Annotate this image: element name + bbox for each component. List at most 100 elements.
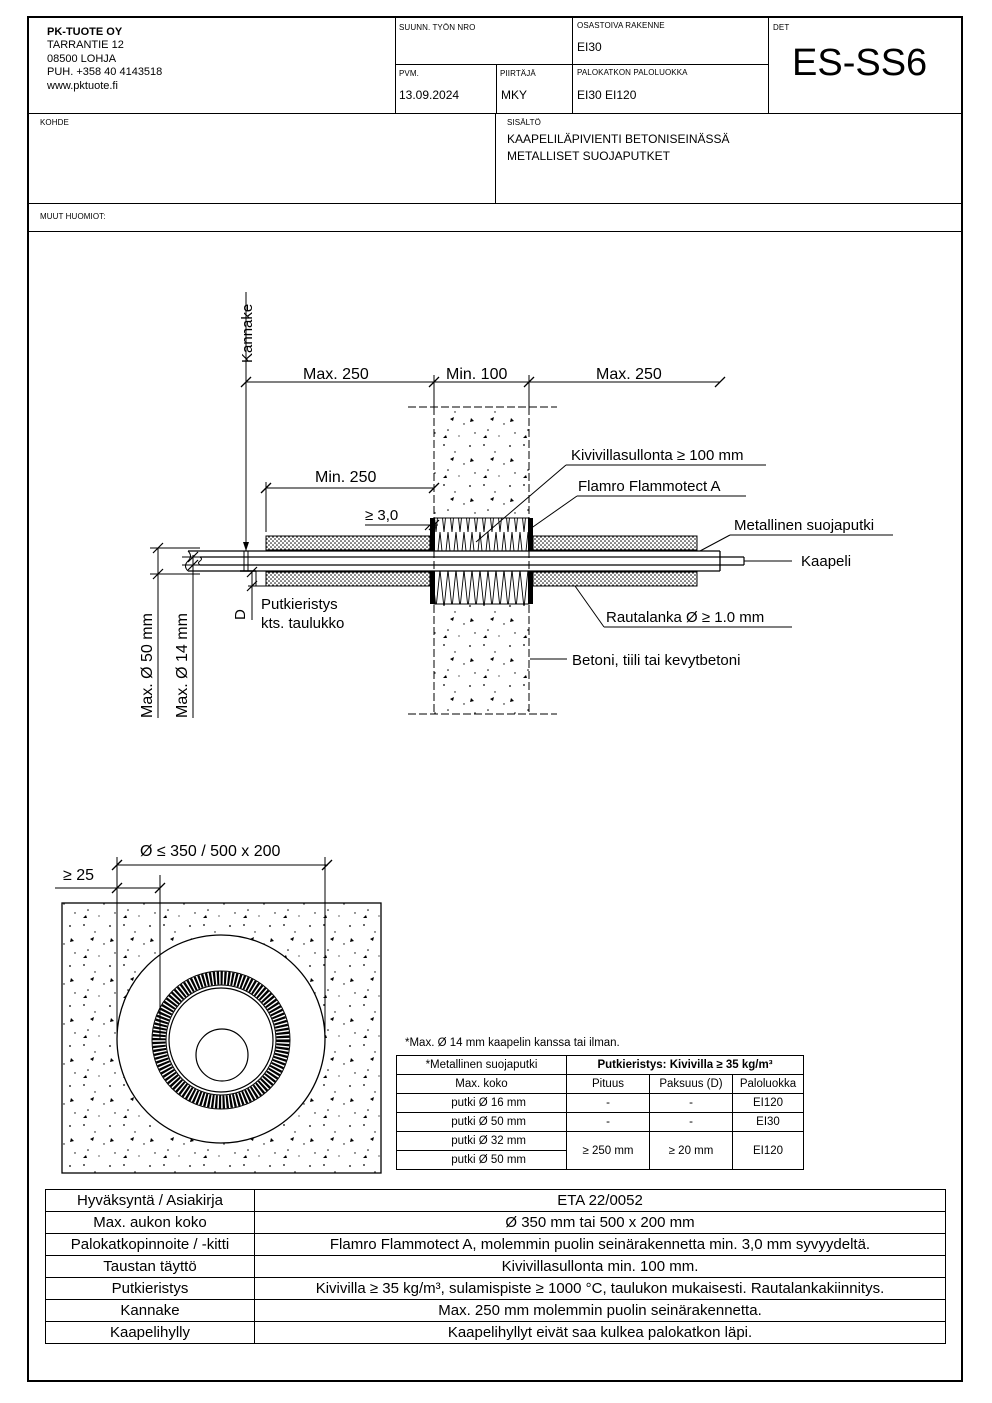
putkieristys-label-1: Putkieristys — [261, 596, 338, 613]
info-divider — [27, 203, 963, 204]
pipe-size: putki Ø 50 mm — [396, 1150, 567, 1170]
insulation-left-top — [265, 535, 431, 551]
flamro-label: Flamro Flammotect A — [578, 478, 721, 495]
company-name: PK-TUOTE OY — [47, 26, 123, 38]
kaapeli-label: Kaapeli — [801, 553, 851, 570]
spec-key: Max. aukon koko — [45, 1211, 255, 1234]
compartment-label: OSASTOIVA RAKENNE — [577, 21, 665, 30]
table-row: putki Ø 50 mm - - EI30 — [396, 1112, 804, 1132]
pipe-table-sub4: Paloluokka — [732, 1074, 804, 1094]
pipe-table-sub2: Pituus — [566, 1074, 650, 1094]
pipe-table-h1: *Metallinen suojaputki — [396, 1055, 567, 1075]
col-divider — [495, 113, 496, 203]
company-phone: PUH. +358 40 4143518 — [47, 66, 163, 79]
insulation-right-bottom — [532, 571, 698, 587]
insulation-right-top — [532, 535, 698, 551]
max250-left-label: Max. 250 — [303, 366, 369, 383]
diameter-label: Ø ≤ 350 / 500 x 200 — [140, 843, 281, 860]
design-no-label: SUUNN. TYÖN NRO — [399, 23, 476, 32]
date-label: PVM. — [399, 69, 419, 78]
cable — [195, 1028, 249, 1082]
company-info: PK-TUOTE OY TARRANTIE 12 08500 LOHJA PUH… — [47, 26, 162, 93]
det-code: ES-SS6 — [792, 42, 928, 84]
spec-key: Palokatkopinnoite / -kitti — [45, 1233, 255, 1256]
company-postal: 08500 LOHJA — [47, 52, 117, 65]
pipe-thick: - — [649, 1112, 733, 1132]
min100-label: Min. 100 — [446, 366, 507, 383]
d-label: D — [232, 609, 249, 620]
row-divider — [395, 64, 768, 65]
pipe-thick: ≥ 20 mm — [649, 1131, 733, 1170]
spec-key: Kaapelihylly — [45, 1321, 255, 1344]
pipe-table-sub1: Max. koko — [396, 1074, 567, 1094]
pipe-size: putki Ø 50 mm — [396, 1112, 567, 1132]
spec-value: Flamro Flammotect A, molemmin puolin sei… — [254, 1233, 946, 1256]
spec-key: Kannake — [45, 1299, 255, 1322]
sisalto-line-2: METALLISET SUOJAPUTKET — [507, 149, 670, 163]
pipe-size: putki Ø 16 mm — [396, 1093, 567, 1113]
det-label: DET — [773, 23, 790, 32]
fire-class-label: PALOKATKON PALOLUOKKA — [577, 68, 688, 77]
min250-label: Min. 250 — [315, 469, 376, 486]
spec-value: Kaapelihyllyt eivät saa kulkea palokatko… — [254, 1321, 946, 1344]
company-web: www.pktuote.fi — [47, 79, 118, 92]
table-row: putki Ø 50 mm — [396, 1150, 804, 1170]
spec-value: Ø 350 mm tai 500 x 200 mm — [254, 1211, 946, 1234]
pipe-table: *Metallinen suojaputki Putkieristys: Kiv… — [396, 1055, 804, 1170]
col-divider — [496, 64, 497, 113]
pipe-table-sub3: Paksuus (D) — [649, 1074, 733, 1094]
pipe-len: - — [566, 1093, 650, 1113]
pipe-cls: EI120 — [732, 1093, 804, 1113]
wall-concrete-top — [434, 407, 529, 515]
spec-value: Max. 250 mm molemmin puolin seinärakenne… — [254, 1299, 946, 1322]
company-street: TARRANTIE 12 — [47, 39, 124, 52]
opening-circle — [116, 934, 326, 1144]
pipe-table-h2: Putkieristys: Kivivilla ≥ 35 kg/m³ — [566, 1055, 804, 1075]
pipe-thick: - — [649, 1093, 733, 1113]
spec-key: Taustan täyttö — [45, 1255, 255, 1278]
kivivilla-label: Kivivillasullonta ≥ 100 mm — [571, 447, 743, 464]
rautalanka-label: Rautalanka Ø ≥ 1.0 mm — [606, 609, 764, 626]
spec-value: Kivivillasullonta min. 100 mm. — [254, 1255, 946, 1278]
muut-label: MUUT HUOMIOT: — [40, 212, 106, 221]
metallinen-label: Metallinen suojaputki — [734, 517, 874, 534]
insulation-left-bottom — [265, 571, 431, 587]
kannake-label: Kannake — [239, 304, 256, 363]
spec-key: Putkieristys — [45, 1277, 255, 1300]
drawer-value: MKY — [501, 88, 528, 102]
max250-right-label: Max. 250 — [596, 366, 662, 383]
table-row: putki Ø 16 mm - - EI120 — [396, 1093, 804, 1113]
pipe-cls: EI30 — [732, 1112, 804, 1132]
drawing-frame — [27, 16, 963, 1382]
insulation-ring — [152, 971, 290, 1109]
pipe-cls: EI120 — [732, 1131, 804, 1170]
notes-divider — [27, 231, 963, 232]
spec-value: ETA 22/0052 — [254, 1189, 946, 1212]
drawer-label: PIIRTÄJÄ — [500, 69, 536, 78]
pipe-len: - — [566, 1112, 650, 1132]
pipe-size: putki Ø 32 mm — [396, 1131, 567, 1151]
putkieristys-label-2: kts. taulukko — [261, 615, 344, 632]
date-value: 13.09.2024 — [399, 88, 460, 102]
table-row: putki Ø 32 mm ≥ 250 mm ≥ 20 mm EI120 — [396, 1131, 804, 1170]
max14-label: Max. Ø 14 mm — [174, 613, 191, 718]
spec-value: Kivivilla ≥ 35 kg/m³, sulamispiste ≥ 100… — [254, 1277, 946, 1300]
max50-label: Max. Ø 50 mm — [139, 613, 156, 718]
sisalto-line-1: KAAPELILÄPIVIENTI BETONISEINÄSSÄ — [507, 132, 730, 146]
betoni-label: Betoni, tiili tai kevytbetoni — [572, 652, 740, 669]
sisalto-label: SISÄLTÖ — [507, 118, 541, 127]
col-divider — [768, 16, 769, 113]
spec-key: Hyväksyntä / Asiakirja — [45, 1189, 255, 1212]
fire-class-value: EI30 EI120 — [577, 88, 637, 102]
metal-pipe — [168, 987, 274, 1093]
